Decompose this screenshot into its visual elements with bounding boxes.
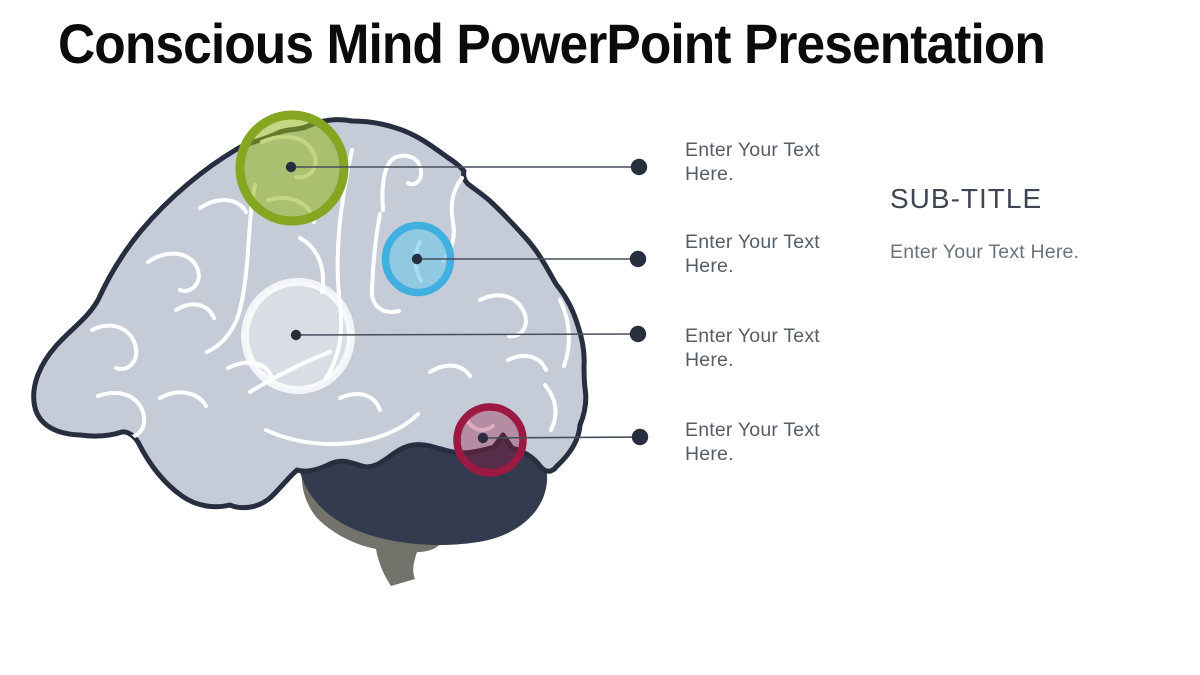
sulcus: [324, 148, 354, 380]
leader-end-dot-1: [630, 158, 648, 176]
sulcus: [369, 212, 401, 314]
text-placeholder-1[interactable]: Enter Your Text Here.: [685, 139, 820, 185]
leader-line-3: [295, 333, 639, 336]
sulcus: [90, 323, 139, 371]
leader-lines: [291, 166, 641, 439]
leader-end-dot-2: [629, 250, 647, 268]
leader-origin-dot-2: [411, 253, 423, 265]
sulcus: [96, 390, 147, 439]
sulcus: [198, 198, 248, 214]
sulcus: [158, 390, 208, 408]
cortex-outline: [31, 117, 589, 511]
slide-title[interactable]: Conscious Mind PowerPoint Presentation: [58, 12, 1046, 75]
sulcus: [558, 298, 571, 368]
leader-dots: [285, 158, 649, 446]
leader-end-dot-3: [629, 325, 647, 343]
sulcus: [428, 363, 472, 378]
sulcus: [506, 353, 548, 372]
leader-end-dot-4: [631, 428, 649, 446]
sulcus: [338, 392, 382, 412]
text-placeholder-3[interactable]: Enter Your Text Here.: [685, 325, 820, 371]
sulcus: [248, 350, 332, 394]
subtitle-heading[interactable]: SUB-TITLE: [890, 183, 1043, 214]
sulcus: [264, 412, 420, 447]
subtitle-body-placeholder[interactable]: Enter Your Text Here.: [890, 241, 1080, 263]
text-placeholder-2[interactable]: Enter Your Text Here.: [685, 231, 820, 277]
sulcus: [146, 251, 201, 293]
sulcus: [543, 383, 558, 432]
text-placeholder-4[interactable]: Enter Your Text Here.: [685, 419, 820, 465]
sulcus: [380, 153, 424, 212]
leader-origin-dot-1: [285, 161, 297, 173]
sulcus: [205, 183, 257, 354]
sulcus: [174, 302, 216, 320]
leader-line-4: [482, 436, 641, 439]
leader-origin-dot-4: [477, 432, 489, 444]
leader-origin-dot-3: [290, 329, 302, 341]
marker-red-circle[interactable]: [453, 403, 527, 477]
